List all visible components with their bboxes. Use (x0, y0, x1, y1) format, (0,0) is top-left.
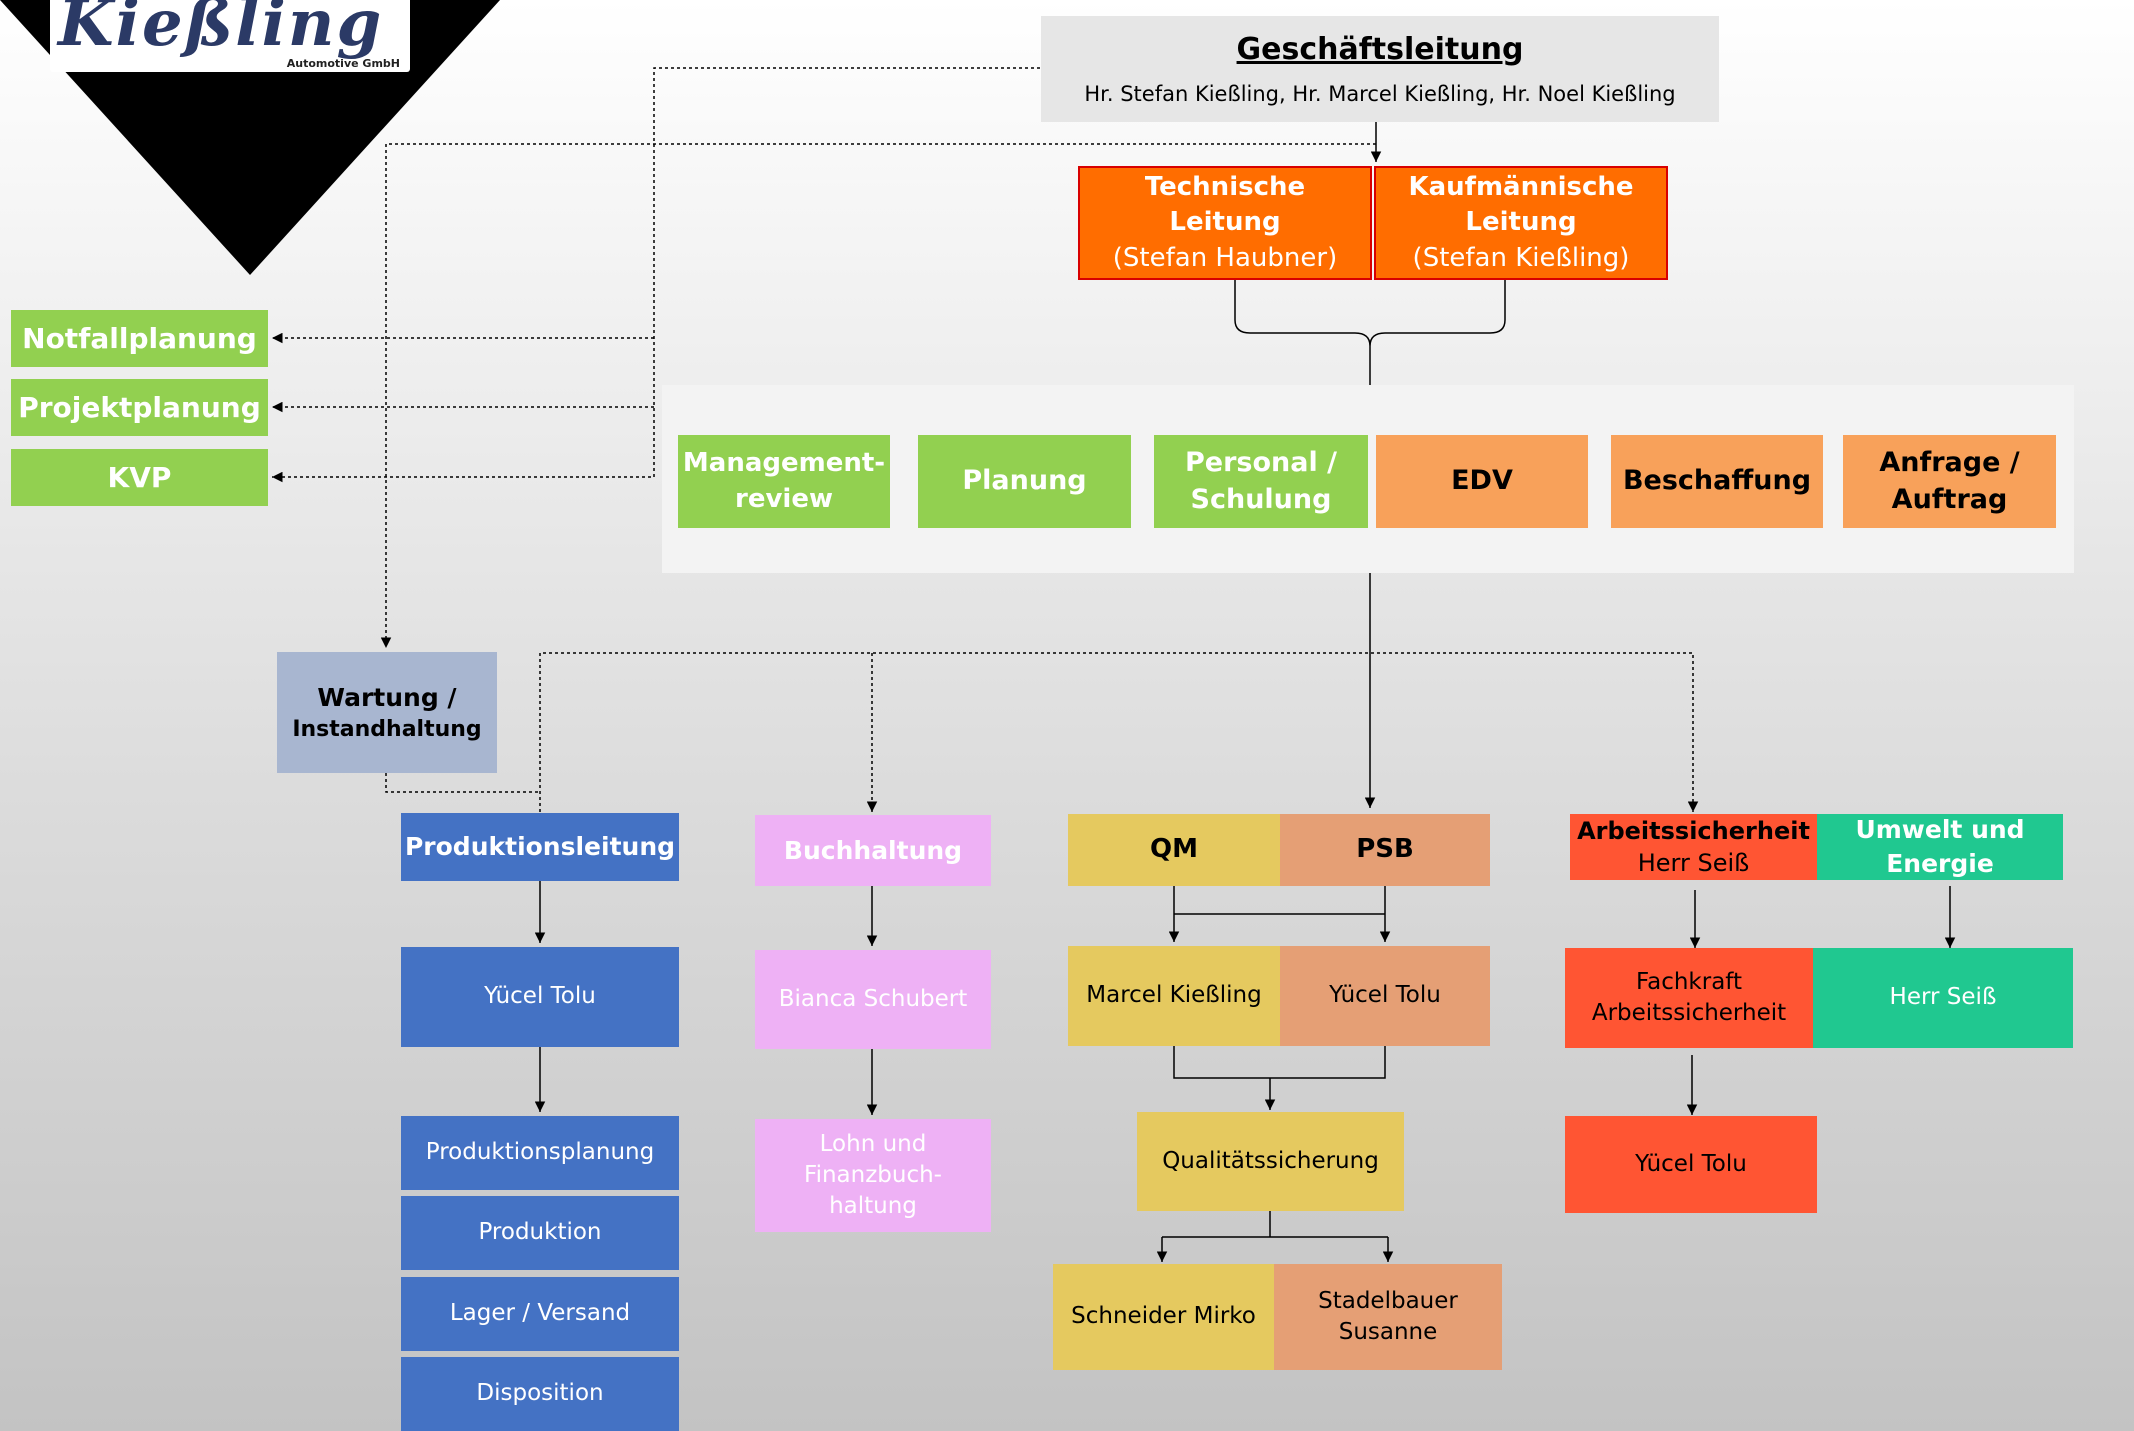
wartung-instandhaltung-box: Wartung / Instandhaltung (277, 652, 497, 773)
buchhaltung-person-box: Bianca Schubert (755, 950, 991, 1049)
leitung-panel (662, 385, 2074, 573)
qm-box: QM (1068, 814, 1280, 886)
projektplanung-box: Projektplanung (11, 379, 268, 436)
produktionsleitung-box: Produktionsleitung (401, 813, 679, 881)
umwelt-line1: Umwelt und (1855, 815, 2025, 845)
buchhaltung-box: Buchhaltung (755, 815, 991, 886)
produktion-box: Produktion (401, 1196, 679, 1270)
managementreview-line2: review (735, 483, 833, 514)
anfrage-auftrag-box: Anfrage / Auftrag (1843, 435, 2056, 528)
lohn-line1: Lohn und (819, 1130, 927, 1157)
fachkraft-box: Fachkraft Arbeitssicherheit (1565, 948, 1813, 1048)
lohn-line2: Finanzbuch- (804, 1161, 942, 1188)
edv-box: EDV (1376, 435, 1588, 528)
arbeitssicherheit-person: Herr Seiß (1637, 849, 1750, 877)
anfrage-auftrag-line2: Auftrag (1891, 483, 2008, 515)
personal-schulung-line1: Personal / (1185, 447, 1337, 479)
stadelbauer-susanne-box: Stadelbauer Susanne (1274, 1264, 1502, 1370)
lohn-line3: haltung (829, 1193, 917, 1220)
technische-leitung-line2: Leitung (1169, 207, 1281, 238)
personal-schulung-box: Personal / Schulung (1154, 435, 1368, 528)
kaufmaennische-leitung-line2: Leitung (1465, 207, 1577, 238)
notfallplanung-box: Notfallplanung (11, 310, 268, 367)
managementreview-line1: Management- (682, 448, 886, 479)
logo-name: Kießling (58, 0, 384, 61)
lager-versand-box: Lager / Versand (401, 1277, 679, 1351)
kaufmaennische-leitung-box: Kaufmännische Leitung (Stefan Kießling) (1374, 166, 1668, 280)
lohn-finanzbuchhaltung-box: Lohn und Finanzbuch- haltung (755, 1119, 991, 1232)
qualitaetssicherung-box: Qualitätssicherung (1137, 1112, 1404, 1211)
arbeitssicherheit-box: Arbeitssicherheit Herr Seiß (1570, 814, 1817, 880)
kvp-box: KVP (11, 449, 268, 506)
kaufmaennische-leitung-line1: Kaufmännische (1408, 172, 1634, 203)
stadelbauer-line2: Susanne (1338, 1319, 1438, 1345)
beschaffung-box: Beschaffung (1611, 435, 1823, 528)
umwelt-line2: Energie (1886, 849, 1994, 878)
produktion-person-box: Yücel Tolu (401, 947, 679, 1047)
psb-box: PSB (1280, 814, 1490, 886)
geschaeftsleitung-members: Hr. Stefan Kießling, Hr. Marcel Kießling… (1084, 82, 1676, 107)
technische-leitung-line1: Technische (1144, 172, 1306, 203)
kaufmaennische-leitung-person: (Stefan Kießling) (1412, 242, 1630, 273)
umwelt-person-box: Herr Seiß (1813, 948, 2073, 1048)
technische-leitung-person: (Stefan Haubner) (1112, 242, 1338, 273)
wartung-line2: Instandhaltung (292, 716, 482, 742)
fachkraft-line2: Arbeitssicherheit (1591, 1000, 1787, 1026)
geschaeftsleitung-box: Geschäftsleitung Hr. Stefan Kießling, Hr… (1041, 16, 1719, 122)
geschaeftsleitung-title: Geschäftsleitung (1236, 31, 1524, 67)
planung-box: Planung (918, 435, 1131, 528)
managementreview-box: Management- review (678, 435, 890, 528)
arbeitssicherheit-title: Arbeitssicherheit (1577, 816, 1810, 845)
produktionsplanung-box: Produktionsplanung (401, 1116, 679, 1190)
stadelbauer-line1: Stadelbauer (1318, 1287, 1458, 1314)
umwelt-energie-box: Umwelt und Energie (1817, 814, 2063, 880)
psb-person-box: Yücel Tolu (1280, 946, 1490, 1046)
qm-person-box: Marcel Kießling (1068, 946, 1280, 1046)
disposition-box: Disposition (401, 1357, 679, 1431)
personal-schulung-line2: Schulung (1190, 483, 1332, 515)
technische-leitung-box: Technische Leitung (Stefan Haubner) (1078, 166, 1372, 280)
arbeitssicherheit-person-box: Yücel Tolu (1565, 1116, 1817, 1213)
logo-subtitle: Automotive GmbH (286, 57, 400, 70)
wartung-line1: Wartung / (317, 682, 457, 712)
schneider-mirko-box: Schneider Mirko (1053, 1264, 1274, 1370)
fachkraft-line1: Fachkraft (1635, 968, 1742, 995)
anfrage-auftrag-line1: Anfrage / (1879, 447, 2020, 479)
company-logo: Kießling Automotive GmbH (50, 0, 410, 72)
